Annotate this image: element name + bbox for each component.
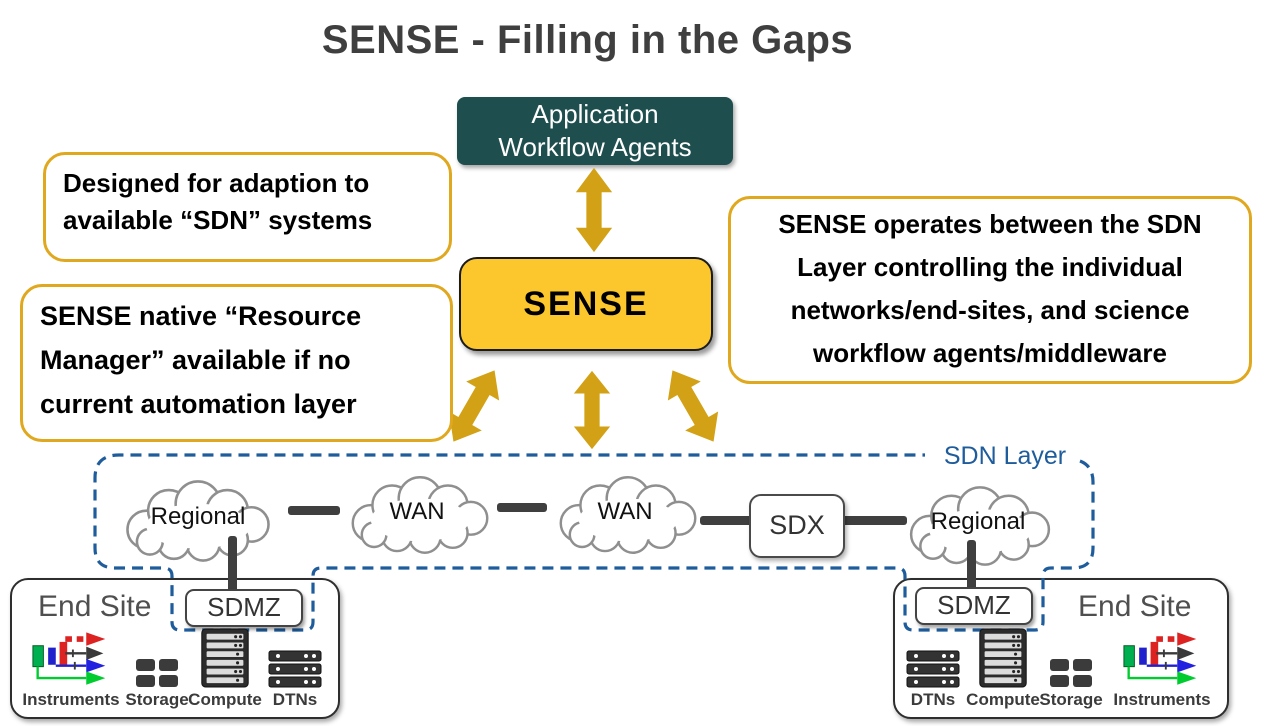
callout-designed-for-adaption: Designed for adaption to available “SDN”… (43, 152, 452, 262)
application-workflow-agents-node: Application Workflow Agents (457, 97, 733, 165)
sdmz-node-right: SDMZ (915, 587, 1033, 625)
callout-line: Layer controlling the individual (797, 252, 1183, 282)
dtns-icon (906, 650, 960, 688)
storage-icon (1050, 659, 1092, 687)
resource-dtns: DTNs (262, 626, 328, 710)
cloud-label-regional-left: Regional (150, 503, 246, 530)
double-arrow-icon (448, 370, 500, 442)
sense-node: SENSE (459, 257, 713, 351)
compute-icon (979, 628, 1027, 688)
callout-line: current automation layer (40, 389, 357, 419)
resource-label: Instruments (1113, 690, 1211, 709)
network-link-vertical (228, 536, 237, 594)
resource-label: Storage (125, 690, 189, 709)
instruments-icon (1123, 632, 1197, 685)
callout-line: Designed for adaption to (63, 168, 370, 198)
awa-line-2: Workflow Agents (498, 132, 692, 162)
network-link-vertical (967, 540, 976, 592)
awa-line-1: Application (531, 99, 659, 129)
double-arrow-icon (573, 370, 611, 450)
callout-line: Manager” available if no (40, 345, 351, 375)
resource-dtns: DTNs (900, 626, 966, 710)
resource-label: Compute (188, 690, 262, 709)
resource-label: DTNs (272, 690, 318, 709)
resource-compute: Compute (188, 626, 262, 710)
callout-native-resource-manager: SENSE native “Resource Manager” availabl… (20, 284, 453, 442)
resource-storage: Storage (125, 626, 189, 710)
double-arrow-icon (575, 167, 613, 253)
cloud-label-wan-1: WAN (389, 498, 445, 525)
resource-instruments: Instruments (18, 626, 124, 710)
callout-line: available “SDN” systems (63, 205, 373, 235)
double-arrow-icon (667, 370, 719, 442)
cloud-label-regional-right: Regional (930, 508, 1026, 535)
sdx-node: SDX (749, 494, 845, 558)
compute-icon (201, 628, 249, 688)
end-site-title: End Site (1078, 590, 1192, 623)
instruments-icon (32, 632, 106, 685)
resource-label: DTNs (910, 690, 956, 709)
resource-label: Storage (1039, 690, 1103, 709)
sdmz-node-left: SDMZ (185, 589, 303, 627)
cloud-label-wan-2: WAN (597, 498, 653, 525)
storage-icon (136, 659, 178, 687)
resource-storage: Storage (1039, 626, 1103, 710)
callout-line: workflow agents/middleware (813, 338, 1167, 368)
sdn-layer-label: SDN Layer (943, 442, 1067, 470)
callout-sense-operates: SENSE operates between the SDN Layer con… (728, 196, 1252, 384)
callout-line: SENSE operates between the SDN (778, 209, 1202, 239)
end-site-title: End Site (38, 590, 152, 623)
resource-label: Instruments (22, 690, 120, 709)
resource-instruments: Instruments (1106, 626, 1218, 710)
callout-line: SENSE native “Resource (40, 301, 362, 331)
page-title: SENSE - Filling in the Gaps (321, 18, 854, 62)
resource-label: Compute (966, 690, 1040, 709)
dtns-icon (268, 650, 322, 688)
callout-line: networks/end-sites, and science (790, 295, 1190, 325)
resource-compute: Compute (966, 626, 1040, 710)
